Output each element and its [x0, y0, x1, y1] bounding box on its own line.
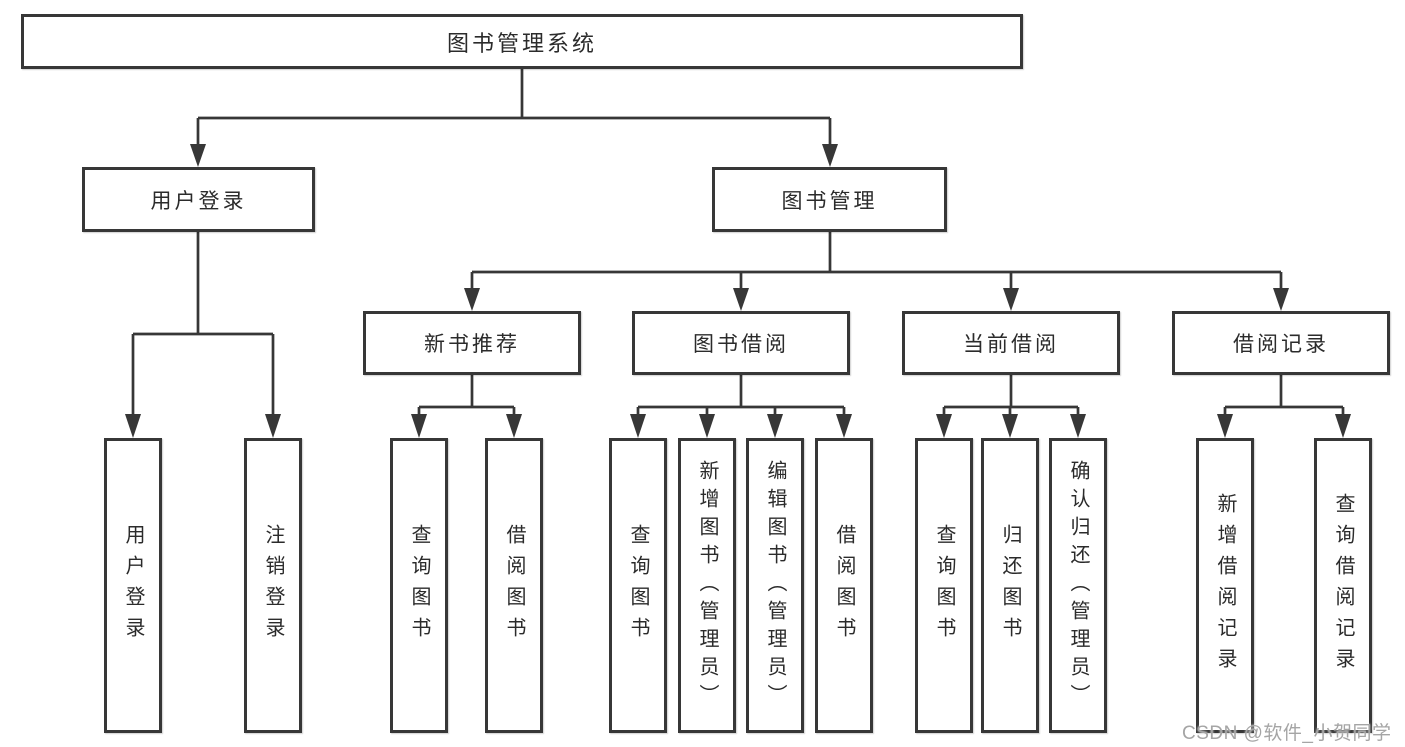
node-label: 用户登录	[122, 523, 144, 648]
node-leaf-borrow-books: 借阅图书	[815, 438, 873, 733]
node-leaf-query-books-current: 查询图书	[915, 438, 973, 733]
node-leaf-return-books: 归还图书	[981, 438, 1039, 733]
node-leaf-query-books-borrowing: 查询图书	[609, 438, 667, 733]
arrow-down-icon	[836, 414, 852, 438]
node-label: 归还图书	[999, 523, 1021, 648]
node-label: 当前借阅	[963, 333, 1059, 356]
arrow-down-icon	[822, 144, 838, 167]
edge-book-borrowing-children	[636, 375, 846, 416]
node-label: 查询图书	[408, 523, 430, 648]
node-label: 图书管理	[781, 189, 878, 213]
node-leaf-confirm-return-admin: 确认归还（管理员）	[1049, 438, 1107, 733]
node-book-borrowing: 图书借阅	[632, 311, 850, 375]
node-label: 查询图书	[933, 523, 955, 648]
edge-book-management-to-level3	[470, 232, 1283, 290]
node-leaf-query-borrow-record: 查询借阅记录	[1314, 438, 1372, 733]
arrow-down-icon	[1003, 288, 1019, 311]
node-new-book-recommend: 新书推荐	[363, 311, 581, 375]
node-user-login: 用户登录	[82, 167, 315, 232]
node-leaf-borrow-books-recommend: 借阅图书	[485, 438, 543, 733]
node-label: 查询图书	[627, 523, 649, 648]
arrow-down-icon	[936, 414, 952, 438]
node-leaf-edit-books-admin: 编辑图书（管理员）	[746, 438, 804, 733]
arrow-down-icon	[506, 414, 522, 438]
node-label: 借阅图书	[503, 523, 525, 648]
edge-user-login-children	[131, 232, 275, 416]
arrow-down-icon	[464, 288, 480, 311]
node-book-management: 图书管理	[712, 167, 947, 232]
node-label: 新增借阅记录	[1214, 492, 1236, 679]
arrow-down-icon	[411, 414, 427, 438]
node-label: 借阅图书	[833, 523, 855, 648]
node-label: 用户登录	[150, 189, 247, 213]
arrow-down-icon	[1002, 414, 1018, 438]
edge-root-to-level2	[196, 69, 832, 146]
node-label: 新增图书（管理员）	[696, 459, 718, 712]
node-label: 确认归还（管理员）	[1067, 459, 1089, 712]
node-current-borrowing: 当前借阅	[902, 311, 1120, 375]
node-label: 图书借阅	[693, 333, 789, 356]
csdn-watermark: CSDN @软件_小贺同学	[1182, 723, 1392, 744]
node-label: 图书管理系统	[446, 30, 597, 56]
node-book-management-system: 图书管理系统	[21, 14, 1023, 69]
node-label: 新书推荐	[424, 333, 520, 356]
node-borrowing-records: 借阅记录	[1172, 311, 1390, 375]
arrow-down-icon	[125, 414, 141, 438]
node-leaf-add-borrow-record: 新增借阅记录	[1196, 438, 1254, 733]
edge-borrowing-records-children	[1223, 375, 1345, 416]
arrow-down-icon	[1217, 414, 1233, 438]
arrow-down-icon	[265, 414, 281, 438]
arrow-down-icon	[190, 144, 206, 167]
node-leaf-add-books-admin: 新增图书（管理员）	[678, 438, 736, 733]
node-label: 注销登录	[262, 523, 284, 648]
node-leaf-logout: 注销登录	[244, 438, 302, 733]
arrow-down-icon	[699, 414, 715, 438]
node-leaf-query-books-recommend: 查询图书	[390, 438, 448, 733]
node-leaf-user-login: 用户登录	[104, 438, 162, 733]
node-label: 查询借阅记录	[1332, 492, 1354, 679]
edge-new-book-recommend-children	[417, 375, 516, 416]
arrow-down-icon	[630, 414, 646, 438]
arrow-down-icon	[1335, 414, 1351, 438]
arrow-down-icon	[733, 288, 749, 311]
arrow-down-icon	[767, 414, 783, 438]
node-label: 编辑图书（管理员）	[764, 459, 786, 712]
arrow-down-icon	[1070, 414, 1086, 438]
arrow-down-icon	[1273, 288, 1289, 311]
edge-current-borrowing-children	[942, 375, 1080, 416]
node-label: 借阅记录	[1233, 333, 1329, 356]
